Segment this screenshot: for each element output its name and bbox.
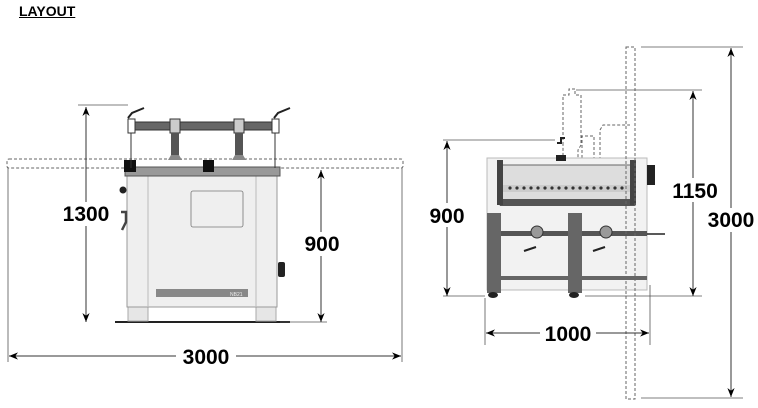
layout-heading: LAYOUT <box>19 3 76 19</box>
dimension-label-1150: 1150 <box>672 180 718 203</box>
fence-bar <box>487 231 647 236</box>
workpiece-outline <box>625 46 636 400</box>
dimension-label-3000-side: 3000 <box>708 209 755 232</box>
dimension-label-900: 900 <box>304 233 339 256</box>
clamp-cylinder <box>168 118 182 160</box>
front-view: NB21 1300 <box>6 104 404 369</box>
dimension-label-1300: 1300 <box>63 203 110 226</box>
side-view: 900 1150 3000 1000 <box>425 46 758 400</box>
dimension-label-3000: 3000 <box>183 346 230 369</box>
clamp-bar <box>129 121 279 131</box>
machine-body <box>126 175 278 308</box>
workpiece-outline <box>6 158 404 169</box>
work-table <box>124 166 281 177</box>
name-plate-label: NB21 <box>230 292 243 298</box>
dimension-label-900-side: 900 <box>429 205 464 228</box>
clamp-cylinder <box>232 118 246 160</box>
dimension-label-1000: 1000 <box>545 323 592 346</box>
access-panel <box>190 190 244 228</box>
name-plate <box>156 289 248 297</box>
